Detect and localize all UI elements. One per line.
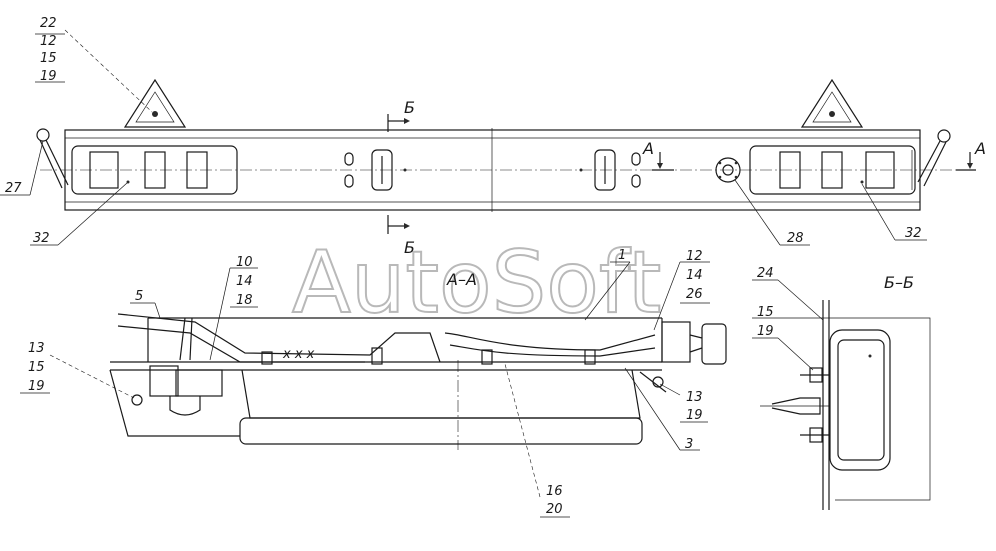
callout-3: 3 — [685, 437, 693, 452]
right-side-lamp — [917, 129, 951, 187]
svg-text:18: 18 — [236, 293, 253, 308]
leader-lines — [0, 29, 927, 518]
callout-1: 1 — [618, 248, 626, 263]
svg-text:16: 16 — [546, 484, 563, 499]
callout-24: 24 — [757, 266, 774, 281]
left-lamp-housing — [71, 145, 238, 195]
svg-text:26: 26 — [686, 287, 703, 302]
round-connector — [715, 157, 741, 183]
svg-text:15: 15 — [40, 51, 57, 66]
section-labels: Б Б A A A–A Б–Б — [404, 98, 986, 292]
left-side-lamp — [36, 128, 69, 189]
section-aa-view: x x x — [109, 313, 727, 450]
svg-text:15: 15 — [757, 305, 774, 320]
svg-text:19: 19 — [686, 408, 703, 423]
callout-16: 16 20 — [546, 484, 563, 517]
bumper-top-view — [36, 78, 976, 234]
svg-text:12: 12 — [40, 34, 57, 49]
section-cut-a — [652, 152, 976, 171]
section-title-aa: A–A — [446, 270, 477, 289]
callout-13-right: 13 19 — [686, 390, 703, 423]
section-bb-view — [752, 300, 931, 510]
svg-text:14: 14 — [686, 268, 703, 283]
section-cut-b — [387, 114, 410, 234]
svg-text:19: 19 — [757, 324, 774, 339]
svg-text:13: 13 — [686, 390, 703, 405]
callout-32-left: 32 — [33, 231, 50, 246]
svg-text:14: 14 — [236, 274, 253, 289]
callout-27: 27 — [5, 181, 22, 196]
cut-label-b-top: Б — [404, 98, 415, 117]
callout-15: 15 19 — [757, 305, 774, 339]
right-lamp-housing — [749, 145, 916, 195]
callout-28: 28 — [787, 231, 804, 246]
svg-text:19: 19 — [40, 69, 57, 84]
svg-text:22: 22 — [40, 16, 57, 31]
callout-13-left: 13 15 19 — [28, 341, 45, 394]
right-mount — [579, 149, 641, 191]
callout-10: 10 14 18 — [236, 255, 253, 308]
left-warning-triangle — [123, 78, 187, 128]
right-warning-triangle — [800, 78, 864, 128]
svg-text:12: 12 — [686, 249, 703, 264]
svg-text:15: 15 — [28, 360, 45, 375]
callout-22: 22 12 15 19 — [40, 16, 57, 84]
callout-12: 12 14 26 — [686, 249, 703, 302]
section-title-bb: Б–Б — [884, 273, 914, 292]
svg-text:20: 20 — [546, 502, 563, 517]
svg-text:13: 13 — [28, 341, 45, 356]
svg-text:19: 19 — [28, 379, 45, 394]
callout-5: 5 — [135, 289, 143, 304]
cut-label-a-left: A — [642, 139, 654, 158]
watermark: AutoSoft — [292, 233, 661, 333]
cut-label-a-right: A — [974, 139, 986, 158]
svg-text:10: 10 — [236, 255, 253, 270]
cut-label-b-bottom: Б — [404, 238, 415, 257]
callout-32-right: 32 — [905, 226, 922, 241]
svg-text:x x x: x x x — [282, 347, 315, 362]
left-mount — [344, 149, 407, 191]
